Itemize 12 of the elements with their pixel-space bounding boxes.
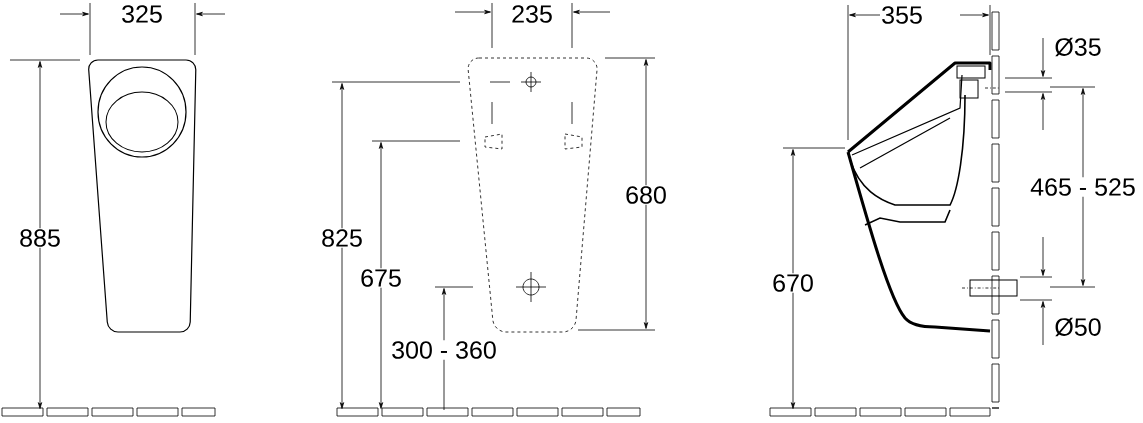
- dimension-label: 825: [320, 228, 364, 248]
- dimension-label: 235: [510, 4, 554, 24]
- dimension-label: 355: [880, 5, 924, 25]
- dimension-label: Ø50: [1053, 316, 1103, 338]
- dimension-label: 680: [624, 185, 668, 205]
- dimension-label: 325: [120, 4, 164, 24]
- dimension-label: 675: [359, 268, 403, 288]
- dimension-label: 885: [18, 228, 62, 248]
- dimension-label: 300 - 360: [390, 340, 498, 360]
- dimension-label: 465 - 525: [1029, 177, 1137, 197]
- dimension-label: 670: [771, 273, 815, 293]
- dimension-label: Ø35: [1053, 36, 1103, 58]
